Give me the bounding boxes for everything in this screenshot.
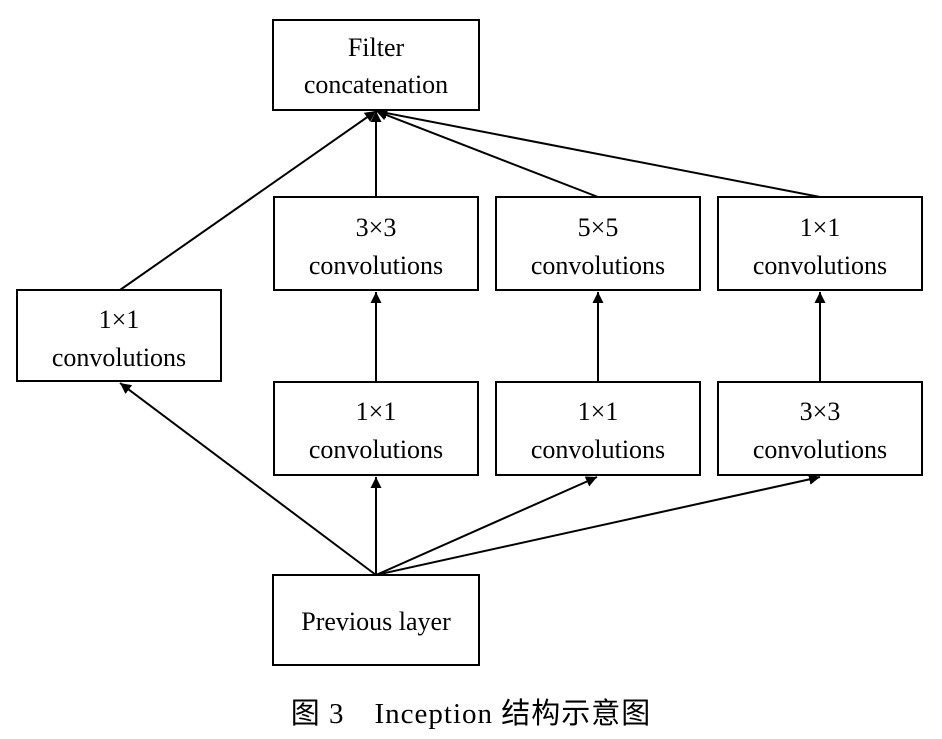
node-label-line1: Filter (348, 33, 405, 62)
node-label-line2: convolutions (52, 343, 186, 372)
conv-3x3-c-box: 3×3 convolutions (717, 381, 923, 476)
node-label-line2: convolutions (531, 435, 665, 464)
node-label-line2: convolutions (753, 435, 887, 464)
node-label-line1: 1×1 (356, 397, 397, 426)
node-label-line1: 3×3 (356, 213, 397, 242)
conv-1x1-b-box: 1×1 convolutions (495, 381, 701, 476)
conv-3x3-top-box: 3×3 convolutions (273, 196, 479, 291)
node-label-line1: 1×1 (800, 213, 841, 242)
conv-1x1-left-box: 1×1 convolutions (16, 289, 222, 382)
edge-prev-to-1x1-b (375, 476, 598, 576)
node-label-line2: concatenation (304, 70, 448, 99)
node-label-line2: convolutions (531, 251, 665, 280)
edge-prev-to-3x3-c (375, 474, 821, 576)
node-label-line2: convolutions (309, 435, 443, 464)
figure-caption: 图 3 Inception 结构示意图 (290, 698, 652, 730)
node-label-line1: 5×5 (578, 213, 619, 242)
previous-layer-box: Previous layer (272, 574, 480, 666)
conv-1x1-top-box: 1×1 convolutions (717, 196, 923, 291)
node-label-line2: convolutions (309, 251, 443, 280)
node-label-line1: 3×3 (800, 397, 841, 426)
edge-left-1x1-to-concat (119, 110, 377, 291)
edge-5x5-top-to-concat (375, 109, 599, 198)
inception-diagram: Filter concatenation 3×3 convolutions 5×… (16, 19, 923, 666)
node-label-line1: 1×1 (99, 305, 140, 334)
node-label-line1: Previous layer (301, 607, 451, 636)
filter-concatenation-box: Filter concatenation (272, 19, 480, 111)
edge-prev-to-left-1x1 (119, 382, 377, 576)
node-label-line1: 1×1 (578, 397, 619, 426)
conv-1x1-a-box: 1×1 convolutions (273, 381, 479, 476)
edge-1x1-top-to-concat (375, 107, 821, 198)
node-label-line2: convolutions (753, 251, 887, 280)
conv-5x5-top-box: 5×5 convolutions (495, 196, 701, 291)
